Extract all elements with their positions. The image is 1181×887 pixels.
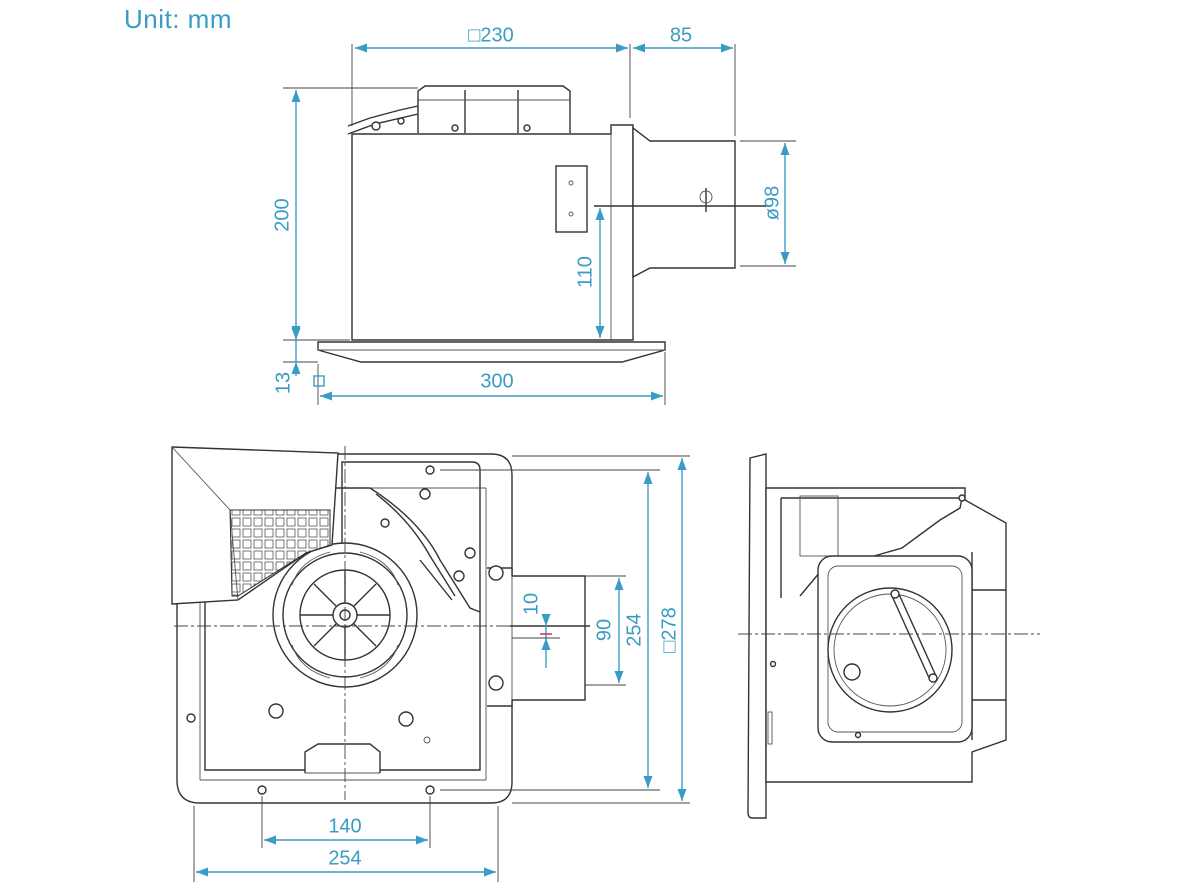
dim-duct-offset-arrow: [633, 43, 645, 53]
side-view: [283, 44, 796, 405]
dim-offset-label: 10: [520, 593, 542, 615]
dim-cutout-arrow: [677, 789, 687, 801]
dim-height-label: 200: [271, 198, 293, 231]
dim-thickness-label: 13: [272, 372, 294, 394]
dim-duct-offset-label: 85: [670, 24, 692, 46]
dim-cutout-label: □278: [658, 607, 680, 652]
dim-body-width-arrow: [484, 867, 496, 877]
dim-width-label: □230: [468, 24, 513, 46]
dim-duct-dia-arrow: [780, 252, 790, 264]
dim-mount-v-label: 254: [623, 613, 645, 646]
dim-width-arrow: [355, 43, 367, 53]
dim-grille-width-arrow: [651, 391, 663, 401]
dim-duct-dia-label: ø98: [761, 186, 783, 220]
dim-duct-width-label: 90: [593, 619, 615, 641]
dim-thickness-arrow: [291, 328, 301, 340]
dim-mount-h-arrow: [416, 835, 428, 845]
dim-cutout-arrow: [677, 458, 687, 470]
dim-thickness-arrow: [291, 362, 301, 374]
side-view-right: [738, 453, 1040, 819]
dim-mount-v-arrow: [643, 472, 653, 484]
dim-duct-offset-arrow: [721, 43, 733, 53]
dim-duct-center-arrow: [595, 208, 605, 220]
grille-flap: [171, 446, 339, 605]
duct-stub-bottom: [487, 567, 586, 707]
dim-duct-center-label: 110: [574, 256, 596, 288]
top-motor-housing: [347, 85, 571, 135]
dim-duct-center-arrow: [595, 326, 605, 338]
dim-duct-width-arrow: [614, 671, 624, 683]
dim-grille-width-label: 300: [480, 370, 513, 392]
dim-offset-arrow: [541, 614, 551, 626]
dim-mount-h-arrow: [264, 835, 276, 845]
dim-body-width-arrow: [196, 867, 208, 877]
dim-mount-h-label: 140: [328, 815, 361, 837]
dim-duct-dia-arrow: [780, 143, 790, 155]
unit-label: Unit: mm: [124, 4, 232, 34]
dim-height-arrow: [291, 90, 301, 102]
bottom-view: [171, 446, 690, 882]
dim-body-width-label: 254: [328, 847, 361, 869]
dim-mount-v-arrow: [643, 776, 653, 788]
grille-handle: [304, 743, 381, 773]
grille-profile: [747, 453, 767, 819]
duct-adapter: [632, 126, 736, 279]
square-symbol: [313, 375, 325, 387]
dim-width-arrow: [616, 43, 628, 53]
duct-opening: [827, 587, 953, 713]
dim-grille-width-arrow: [320, 391, 332, 401]
dim-duct-width-arrow: [614, 578, 624, 590]
dim-offset-arrow: [541, 638, 551, 650]
terminal-plate: [555, 165, 588, 233]
